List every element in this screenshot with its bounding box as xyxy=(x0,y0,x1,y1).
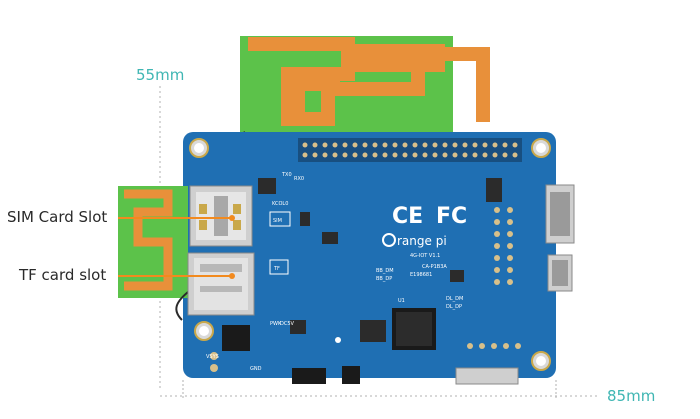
mounting-holes xyxy=(189,138,551,371)
silk-u1: U1 xyxy=(398,298,405,304)
silk-bb-dp: BB_DP xyxy=(376,276,392,282)
test-pads xyxy=(210,207,521,372)
silk-sim-box xyxy=(269,211,291,227)
silk-sim: SIM xyxy=(273,218,282,224)
sim-card-slot xyxy=(189,185,253,247)
silk-pwk: PWK xyxy=(270,321,282,327)
usb-connectors xyxy=(545,184,575,292)
main-chip xyxy=(392,308,436,350)
silk-tx: TX0 xyxy=(281,172,292,178)
side-antenna xyxy=(118,186,188,298)
fc-logo: FC xyxy=(436,204,467,229)
model-text: 4G-IOT V1.1 xyxy=(410,253,440,259)
silk-dc5v: DC5V xyxy=(280,321,295,327)
tf-card-slot xyxy=(187,252,255,316)
silk-gnd: GND xyxy=(250,366,262,372)
pcb-board xyxy=(183,132,556,378)
side-antenna-cable xyxy=(175,291,189,321)
silk-rx: RX0 xyxy=(294,176,304,182)
smd-components xyxy=(258,178,502,342)
top-antenna xyxy=(240,36,490,132)
silk-dl-dp: DL_DP xyxy=(446,304,462,310)
silk-dl-dm: DL_DM xyxy=(446,296,463,302)
tf-callout-dot xyxy=(229,273,235,279)
silk-tf: TF xyxy=(273,266,280,272)
width-dimension-label: 85mm xyxy=(607,387,656,405)
silk-tf-box xyxy=(269,259,289,275)
ce-logo: CE xyxy=(392,204,423,229)
silk-vsys: VSYS xyxy=(206,354,219,360)
brand-text: range pi xyxy=(397,234,447,248)
silk-bb-dm: BB_DM xyxy=(376,268,394,274)
sim-callout-dot xyxy=(229,215,235,221)
height-dimension-label: 55mm xyxy=(136,66,185,84)
sim-card-slot-label: SIM Card Slot xyxy=(7,208,108,226)
orange-pi-logo: range pi xyxy=(382,233,447,248)
tf-card-slot-label: TF card slot xyxy=(19,266,107,284)
cert-line1: CA-P1B3A xyxy=(422,264,447,270)
gpio-header xyxy=(298,138,522,162)
inductor xyxy=(222,325,250,351)
cert-line2: E198681 xyxy=(410,272,432,278)
bottom-connectors xyxy=(292,366,519,385)
silk-kcol: KCOL0 xyxy=(272,201,288,207)
